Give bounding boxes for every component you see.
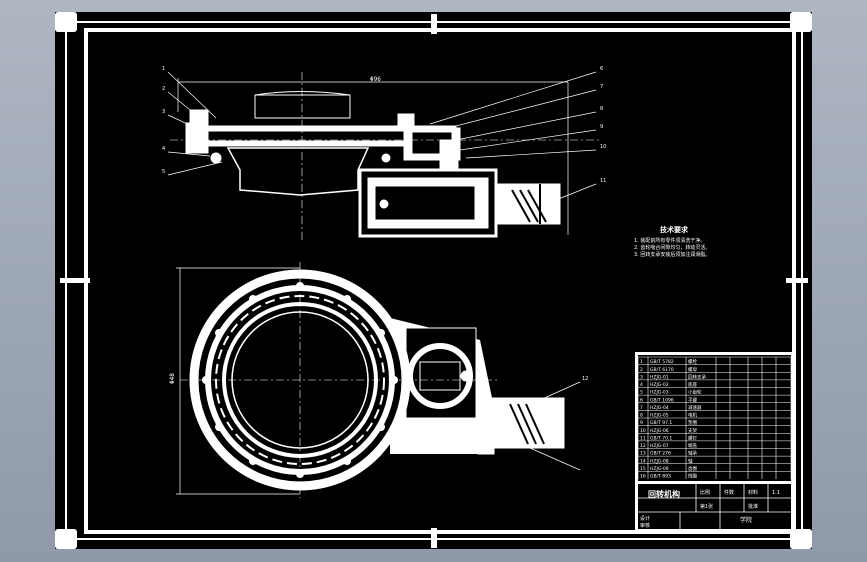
title-block: 回转机构 比例 件数 材料 1:1 第1张 批准 设计 审核 学院 — [638, 484, 791, 529]
tech-req-line: 1. 装配前所有零件须清洗干净。 — [634, 237, 705, 244]
bom-item-code: GB/T 97.1 — [650, 420, 672, 426]
bom-item-code: GB/T 6170 — [650, 367, 674, 373]
bom-item-name: 回转支承 — [688, 373, 706, 380]
part-balloon: 4 — [162, 146, 165, 152]
bom-item-name: 减速器 — [688, 404, 702, 411]
part-balloon: 2 — [162, 86, 165, 92]
bom-item-name: 螺栓 — [688, 358, 697, 365]
bom-item-number: 15 — [640, 466, 646, 472]
material-header: 材料 — [748, 489, 758, 496]
part-balloon: 7 — [600, 84, 603, 90]
tech-req-line: 3. 回转支承安装后须加注润滑脂。 — [634, 251, 710, 258]
elevation-view — [167, 71, 600, 240]
corner-marks — [55, 12, 812, 549]
bom-item-number: 11 — [640, 435, 646, 441]
bom-item-number: 12 — [640, 443, 646, 449]
part-balloon: 10 — [600, 144, 606, 150]
dimension-top-width: Φ96 — [370, 76, 381, 83]
bom-item-code: GB/T 276 — [650, 451, 671, 457]
bom-item-name: 齿圈 — [688, 466, 697, 472]
scale-header: 比例 — [700, 489, 710, 496]
bom-item-number: 3 — [640, 374, 643, 380]
bom-item-name: 垫圈 — [688, 419, 697, 426]
tech-req-line: 2. 齿轮啮合间隙均匀，转动灵活。 — [634, 244, 710, 251]
bom-item-code: GB/T 5782 — [650, 359, 674, 365]
part-balloon: 1 — [162, 66, 165, 72]
bom-item-code: HZJG-06 — [650, 428, 669, 434]
bom-item-code: HZJG-09 — [650, 466, 669, 472]
bom-item-code: HZJG-02 — [650, 382, 669, 388]
dimension-side-height: Φ48 — [169, 373, 176, 384]
bom-item-code: HZJG-01 — [650, 374, 669, 380]
bom-item-name: 螺母 — [688, 366, 697, 373]
bom-item-code: GB/T 70.1 — [650, 435, 672, 441]
bom-item-code: HZJG-07 — [650, 443, 669, 449]
drawn-by-label: 设计 — [640, 515, 650, 522]
bom-item-code: GB/T 1096 — [650, 397, 674, 403]
bom-item-name: 支架 — [688, 427, 697, 434]
bom-item-number: 2 — [640, 367, 643, 373]
bom-item-number: 14 — [640, 458, 646, 464]
bom-item-number: 5 — [640, 390, 643, 396]
technical-requirements: 技术要求 1. 装配前所有零件须清洗干净。 2. 齿轮啮合间隙均匀，转动灵活。 … — [634, 225, 710, 258]
bom-item-name: 端盖 — [688, 442, 697, 449]
bom-item-number: 8 — [640, 413, 643, 419]
company-label: 学院 — [740, 516, 752, 524]
bom-item-code: GB/T 893 — [650, 474, 671, 480]
part-balloon: 8 — [600, 106, 603, 112]
bom-item-number: 13 — [640, 451, 646, 457]
bom-item-name: 螺钉 — [688, 434, 697, 441]
bom-item-name: 底座 — [688, 381, 697, 388]
approved-label: 批准 — [748, 503, 758, 510]
tech-req-heading: 技术要求 — [660, 225, 689, 234]
bom-item-number: 4 — [640, 382, 643, 388]
bom-item-code: HZJG-05 — [650, 413, 669, 419]
drawing-name: 回转机构 — [648, 489, 680, 499]
sheet-label: 第1张 — [700, 503, 713, 510]
part-balloon: 12 — [582, 376, 588, 382]
bom-item-code: HZJG-04 — [650, 405, 669, 411]
part-balloon: 6 — [600, 66, 603, 72]
bom-item-name: 小齿轮 — [688, 389, 702, 396]
scale-value: 1:1 — [772, 490, 780, 496]
bom-item-name: 电机 — [688, 412, 697, 419]
plan-view — [176, 262, 581, 498]
bom-item-number: 1 — [640, 359, 643, 365]
bom-item-number: 9 — [640, 420, 643, 426]
bom-item-number: 7 — [640, 405, 643, 411]
bom-item-number: 10 — [640, 428, 646, 434]
bom-item-number: 6 — [640, 397, 643, 403]
checked-by-label: 审核 — [640, 522, 650, 529]
part-balloon: 9 — [600, 124, 603, 130]
part-balloon: 11 — [600, 178, 606, 184]
bom-item-name: 轴承 — [688, 450, 697, 457]
bom-item-number: 16 — [640, 474, 646, 480]
bom-item-name: 平键 — [688, 396, 697, 403]
part-balloon: 3 — [162, 109, 165, 115]
bom-item-name: 挡圈 — [688, 473, 697, 480]
bom-item-code: HZJG-03 — [650, 390, 669, 396]
bom-item-name: 轴 — [688, 457, 693, 464]
bom-item-code: HZJG-08 — [650, 458, 669, 464]
quantity-header: 件数 — [724, 489, 734, 496]
part-balloon: 5 — [162, 169, 165, 175]
